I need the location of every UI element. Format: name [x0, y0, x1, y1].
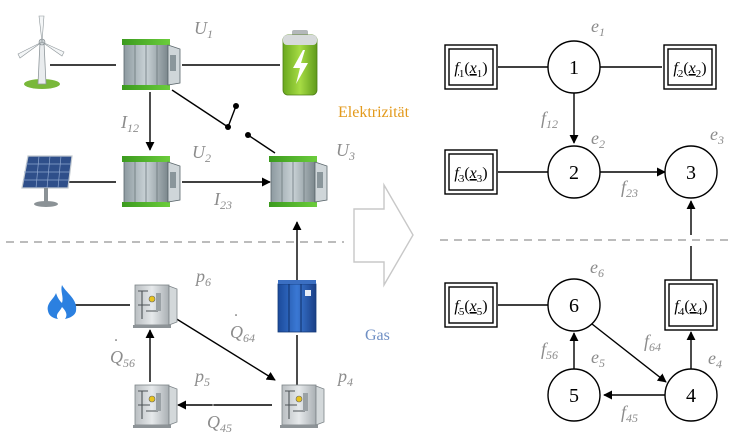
graph-node-3: 3: [664, 145, 718, 199]
label-f23: f23: [621, 177, 638, 200]
svg-text:5: 5: [569, 385, 579, 407]
label-u2: U2: [192, 142, 211, 165]
svg-text:1: 1: [569, 57, 579, 79]
box-f1: f1(x1): [444, 44, 498, 90]
label-q56-dot: ˙: [113, 335, 119, 355]
label-q56: Q56: [110, 347, 135, 370]
svg-text:f5(x5): f5(x5): [454, 298, 487, 318]
label-e2: e2: [591, 128, 605, 151]
svg-text:f3(x3): f3(x3): [454, 165, 487, 185]
electrolyzer-icon: [277, 280, 317, 333]
label-f64: f64: [644, 331, 661, 354]
electricity-label: Elektrizität: [338, 104, 410, 121]
svg-text:6: 6: [569, 295, 579, 317]
svg-text:3: 3: [686, 162, 696, 184]
graph-node-5: 5: [547, 368, 601, 422]
svg-text:4: 4: [686, 385, 696, 407]
gas-node-p5-icon: [132, 384, 178, 429]
gas-label: Gas: [365, 327, 390, 344]
label-e5: e5: [591, 347, 605, 370]
label-f56: f56: [541, 339, 558, 362]
label-e1: e1: [591, 16, 605, 39]
graph-edges: [498, 66, 696, 400]
label-p6: p6: [194, 266, 211, 289]
box-f4: f4(x4): [664, 279, 718, 331]
label-i23: I23: [213, 189, 232, 212]
graph-node-6: 6: [547, 278, 601, 332]
battery-icon: [282, 30, 318, 96]
label-p5: p5: [193, 366, 210, 389]
label-p4: p4: [336, 366, 353, 389]
svg-text:f1(x1): f1(x1): [454, 60, 487, 80]
label-q64-dot: ˙: [233, 310, 239, 330]
label-q45-dot: ˙: [210, 400, 216, 420]
transform-arrow-icon: [353, 182, 414, 288]
label-q45: Q45: [207, 412, 232, 435]
label-i12: I12: [120, 112, 139, 135]
label-f45: f45: [621, 402, 638, 425]
label-e4: e4: [708, 348, 722, 371]
box-f5: f5(x5): [444, 282, 498, 328]
substation-u2-icon: [121, 155, 181, 208]
wind-turbine-icon: [17, 15, 65, 89]
solar-panel-icon: [21, 155, 73, 207]
graph-node-4: 4: [664, 368, 718, 422]
svg-text:f4(x4): f4(x4): [674, 298, 707, 318]
box-f3: f3(x3): [444, 149, 498, 195]
switch-icon: [225, 103, 251, 138]
label-u3: U3: [336, 140, 355, 163]
label-q64: Q64: [230, 322, 255, 345]
left-wires: [50, 64, 302, 410]
svg-text:2: 2: [569, 162, 579, 184]
gas-flame-icon: [47, 285, 77, 321]
box-f2: f2(x2): [663, 44, 717, 90]
substation-u3-icon: [268, 155, 328, 208]
graph-node-1: 1: [547, 40, 601, 94]
graph-node-2: 2: [547, 145, 601, 199]
label-u1: U1: [194, 18, 213, 41]
gas-node-p4-icon: [279, 384, 325, 429]
label-e6: e6: [590, 257, 604, 280]
svg-text:f2(x2): f2(x2): [673, 60, 706, 80]
label-f12: f12: [541, 108, 558, 131]
substation-u1-icon: [121, 38, 181, 91]
label-e3: e3: [710, 124, 724, 147]
gas-node-p6-icon: [132, 284, 178, 329]
